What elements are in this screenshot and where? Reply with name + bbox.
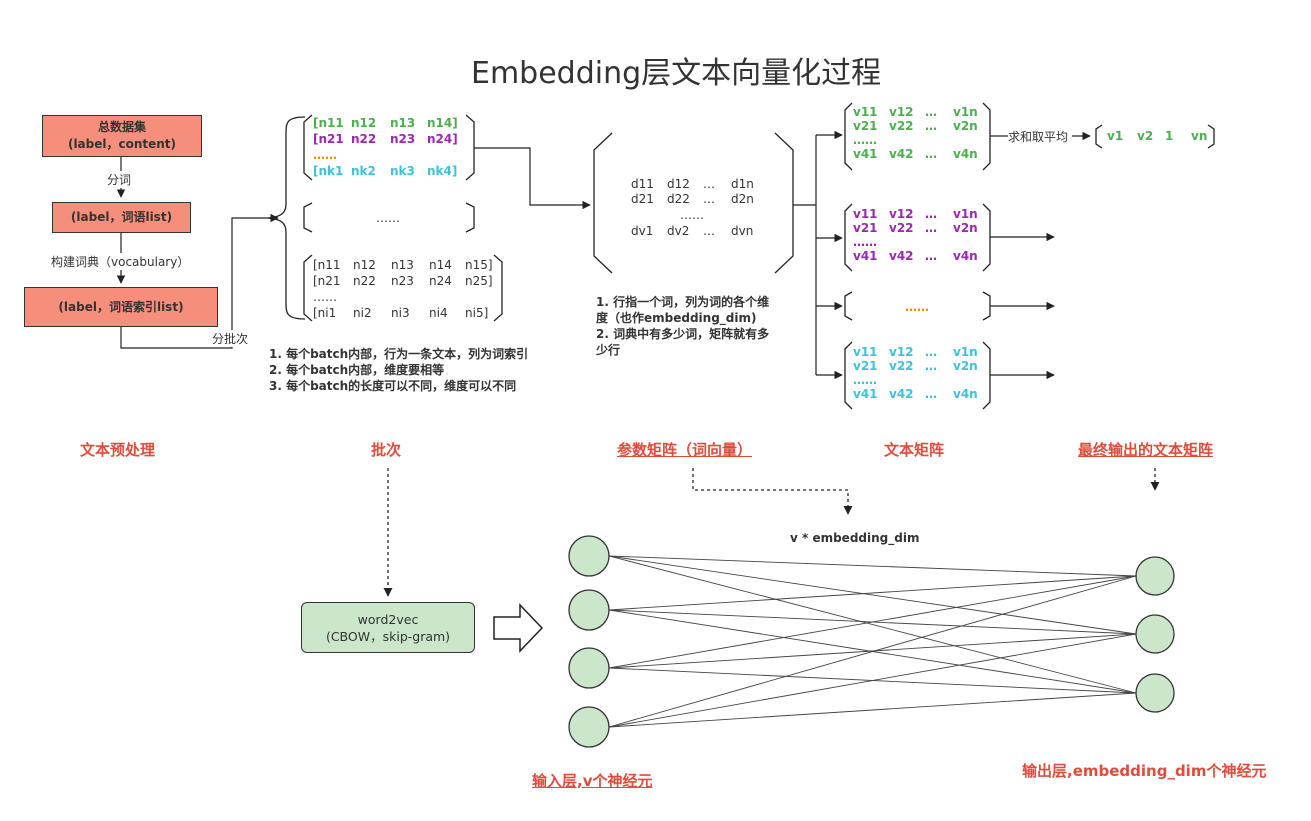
input-neuron (568, 589, 610, 631)
tm3-dots: …… (905, 300, 929, 314)
tm3-right-bracket (982, 291, 991, 321)
dataset-box: 总数据集 (label，content) (42, 115, 202, 157)
tm2-right-bracket (982, 203, 991, 272)
m1-right-bracket (465, 114, 475, 181)
m3-dots: …… (313, 290, 337, 304)
param-left-bracket (593, 132, 613, 274)
weights-label: v * embedding_dim (790, 531, 920, 545)
param-right-bracket (774, 132, 794, 274)
batch-note-1: 1. 每个batch内部，行为一条文本，列为词索引 (269, 347, 529, 361)
edge-label-batch: 分批次 (212, 330, 249, 347)
input-layer-label: 输入层,v个神经元 (532, 772, 653, 790)
word2vec-box: word2vec (CBOW，skip-gram) (301, 602, 475, 653)
section-text-matrix: 文本矩阵 (884, 441, 945, 459)
param-dots: …… (680, 208, 704, 222)
param-note-3: 2. 词典中有多少词，矩阵就有多 (596, 327, 770, 341)
output-neuron (1135, 614, 1175, 654)
section-param-matrix: 参数矩阵（词向量） (617, 441, 753, 459)
tm3-left-bracket (844, 291, 853, 321)
tm1-right-bracket (982, 102, 991, 171)
input-neuron (568, 535, 610, 577)
edge-label-segment: 分词 (107, 171, 132, 188)
out-vec-right-bracket (1207, 124, 1215, 149)
m3-right-bracket (493, 254, 503, 322)
word2vec-line2: (CBOW，skip-gram) (325, 628, 451, 644)
diagram-title: Embedding层文本向量化过程 (471, 56, 882, 91)
param-note-1: 1. 行指一个词，列为词的各个维 (596, 295, 770, 309)
output-neuron (1135, 673, 1175, 713)
batch-curly-brace (267, 116, 306, 320)
network-connections (608, 555, 1137, 728)
batch-note-3: 3. 每个batch的长度可以不同，维度可以不同 (269, 379, 517, 393)
input-neuron (568, 706, 610, 748)
dataset-box-line2: (label，content) (67, 137, 177, 151)
m2-dots: …… (376, 211, 400, 225)
dashed-arrow-param (692, 468, 853, 515)
index-list-box: (label，词语索引list) (24, 287, 218, 327)
tm1-dots: …… (853, 133, 877, 147)
output-neuron (1135, 556, 1175, 596)
m1-left-bracket (303, 114, 313, 181)
m1-dots: …… (313, 148, 337, 162)
out-vec-left-bracket (1095, 124, 1103, 149)
m3-left-bracket (303, 254, 313, 322)
param-notes: 1. 行指一个词，列为词的各个维 度（也作embedding_dim) 2. 词… (596, 294, 769, 358)
hollow-arrow (493, 603, 544, 653)
tm2-dots: …… (853, 235, 877, 249)
tm1-left-bracket (844, 102, 853, 171)
m2-right-bracket (465, 202, 475, 233)
batch-notes: 1. 每个batch内部，行为一条文本，列为词索引 2. 每个batch内部，维… (269, 346, 528, 394)
tm4-dots: …… (853, 373, 877, 387)
batch-note-2: 2. 每个batch内部，维度要相等 (269, 363, 445, 377)
word2vec-line1: word2vec (357, 611, 419, 627)
tm2-left-bracket (844, 203, 853, 272)
param-note-4: 少行 (596, 343, 621, 357)
arrow-to-param-matrix (474, 147, 591, 210)
section-batch: 批次 (371, 441, 402, 459)
input-neuron (568, 647, 610, 689)
sum-average-label: 求和取平均 (1008, 128, 1069, 145)
m2-left-bracket (303, 202, 313, 233)
word-list-box: (label，词语list) (52, 202, 191, 233)
edge-label-vocab: 构建词典（vocabulary） (51, 253, 190, 270)
tm4-left-bracket (844, 341, 853, 410)
section-final-output: 最终输出的文本矩阵 (1078, 441, 1214, 459)
param-note-2: 度（也作embedding_dim) (596, 311, 757, 325)
tm4-right-bracket (982, 341, 991, 410)
section-preprocess: 文本预处理 (80, 441, 156, 459)
arrow-to-batch (120, 213, 279, 349)
dataset-box-line1: 总数据集 (97, 120, 146, 134)
output-layer-label: 输出层,embedding_dim个神经元 (1022, 762, 1267, 780)
